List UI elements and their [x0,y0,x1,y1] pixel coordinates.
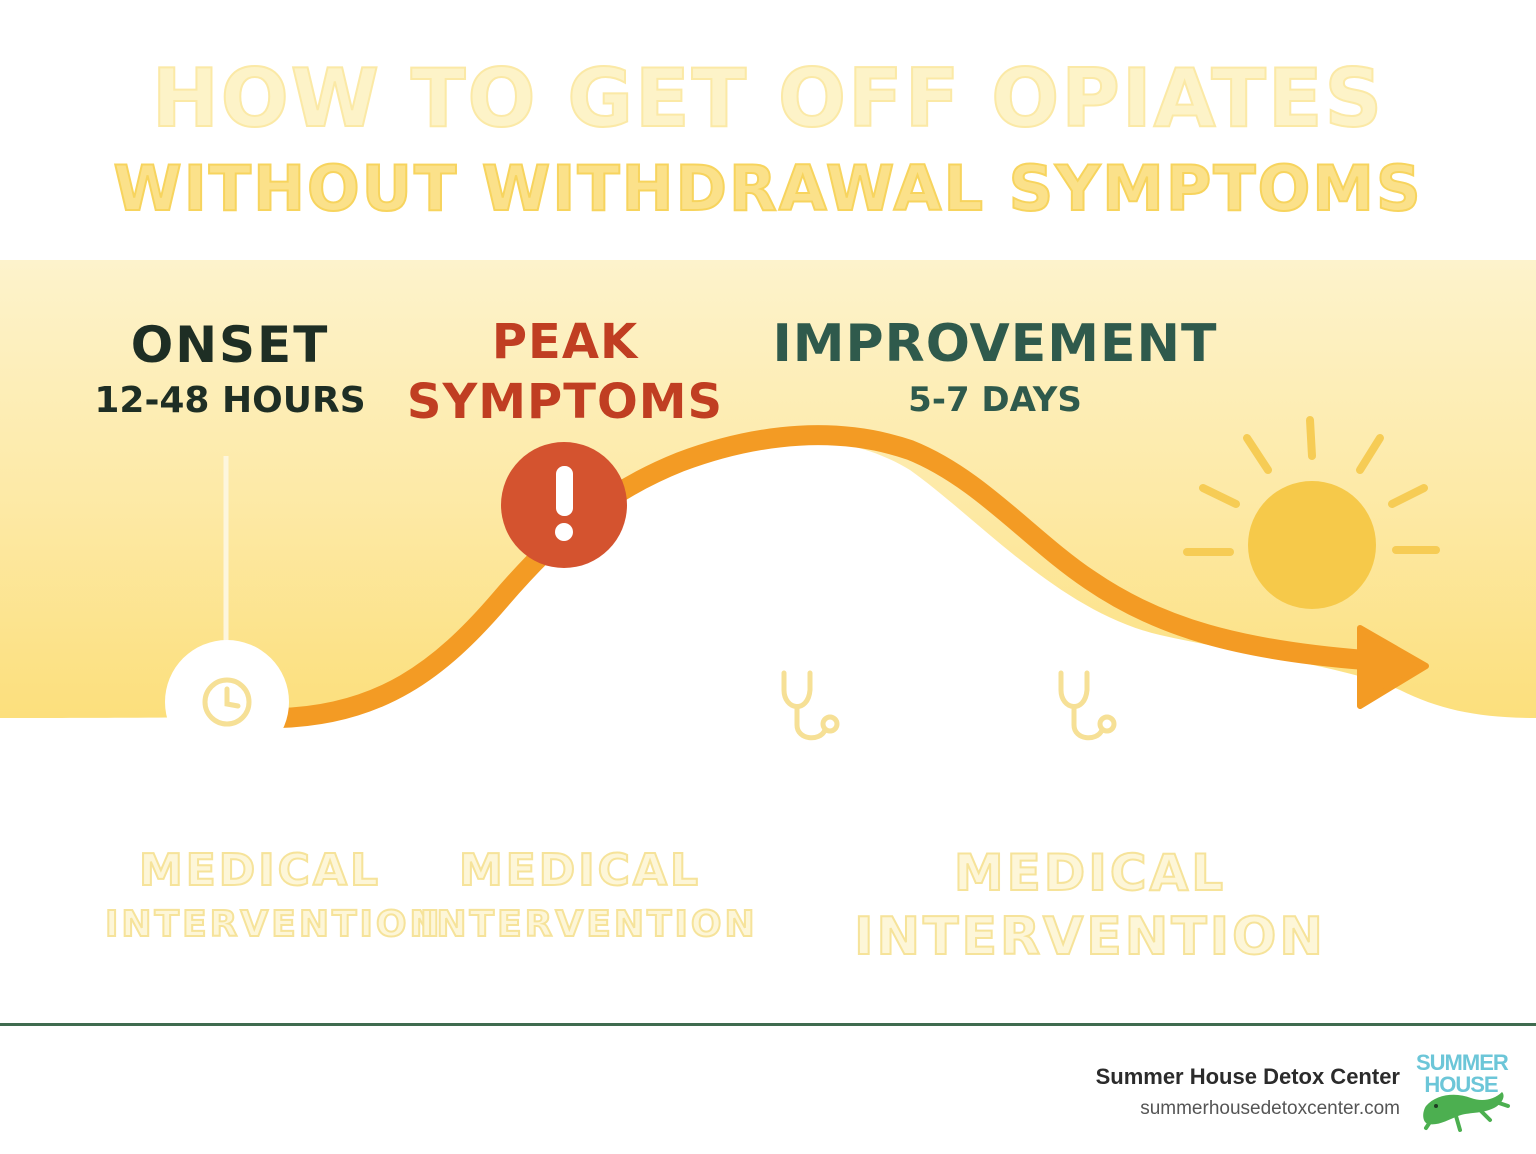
footer-divider [0,1023,1536,1026]
medical-intervention-1: MEDICAL INTERVENTION [104,842,443,950]
peak-label-line-1: PEAK [491,314,639,370]
intervention-line-2: INTERVENTION [104,903,443,946]
sun-icon [1183,416,1440,609]
intervention-line-2: INTERVENTION [853,906,1326,968]
intervention-line-2: INTERVENTION [419,903,758,946]
phase-peak: PEAK SYMPTOMS [405,312,725,432]
improvement-duration: 5-7 DAYS [908,380,1082,420]
medical-intervention-2: MEDICAL INTERVENTION [419,842,758,950]
symptom-curve [270,425,1375,728]
stethoscope-icon [781,670,840,741]
medical-intervention-3: MEDICAL INTERVENTION [850,842,1330,970]
exclamation-icon [501,442,627,568]
phase-improvement: IMPROVEMENT 5-7 DAYS [770,314,1220,420]
title-line-2: WITHOUT WITHDRAWAL SYMPTOMS [112,151,1423,226]
logo-text-line-2: HOUSE [1424,1072,1498,1097]
summer-house-logo: SUMMER HOUSE [1416,1046,1516,1132]
timeline-diagram [0,260,1536,764]
onset-duration: 12-48 HOURS [94,380,366,421]
logo-text-line-1: SUMMER [1416,1050,1509,1075]
curve-arrowhead [1357,625,1429,709]
peak-label-line-2: SYMPTOMS [406,374,724,430]
phase-onset: ONSET 12-48 HOURS [90,316,370,421]
intervention-line-1: MEDICAL [458,844,702,897]
intervention-line-1: MEDICAL [953,843,1227,903]
gecko-icon [1423,1092,1510,1132]
footer-website-link[interactable]: summerhousedetoxcenter.com [1140,1098,1400,1119]
intervention-line-1: MEDICAL [138,844,382,897]
clock-icon [165,640,289,764]
improvement-label: IMPROVEMENT [772,314,1218,374]
footer-organization-name: Summer House Detox Center [1095,1064,1400,1089]
title-line-1: HOW TO GET OFF OPIATES [151,51,1385,146]
stethoscope-icon [1058,670,1117,741]
onset-label: ONSET [130,316,330,374]
